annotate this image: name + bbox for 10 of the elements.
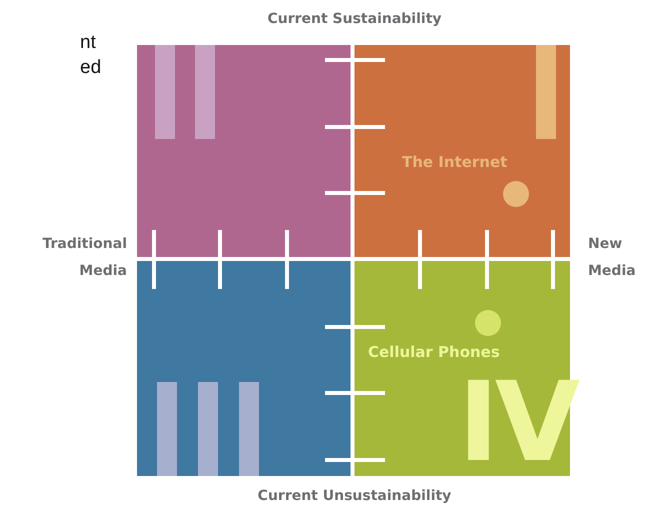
axis-title: Current Unsustainability <box>256 487 452 506</box>
quadrant-panel <box>137 261 353 476</box>
paragraph-text: nt ed <box>80 31 102 80</box>
quadrant-panel <box>137 45 353 260</box>
axis-title: New Media <box>588 235 637 281</box>
axis-title: Traditional Media <box>41 235 127 281</box>
point-label: Cellular Phones <box>368 343 500 361</box>
quadrant-panel <box>354 45 570 260</box>
axis-title: Current Sustainability <box>266 10 443 29</box>
point-label: The Internet <box>402 153 508 171</box>
